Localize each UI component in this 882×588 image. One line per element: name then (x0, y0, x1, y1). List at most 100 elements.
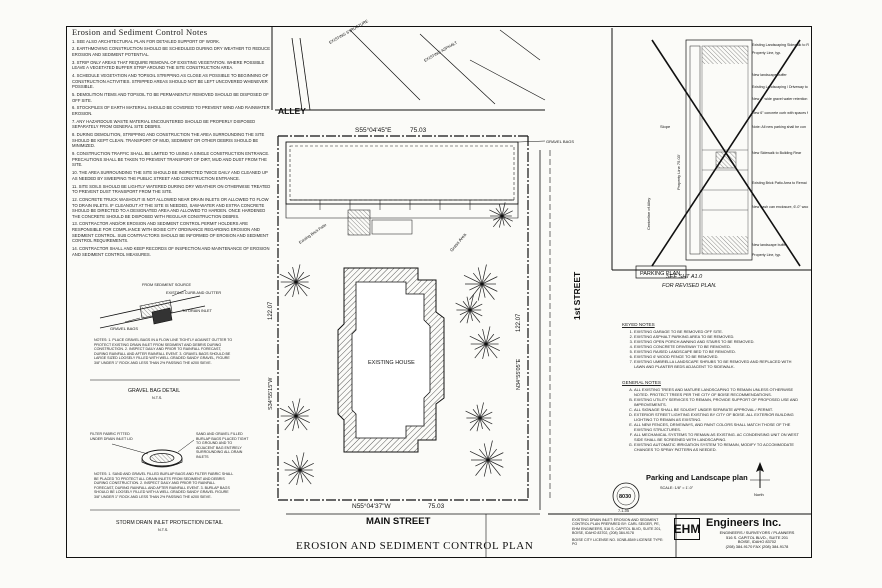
firm-sub: ENGINEERS / SURVEYORS / PLANNERS (719, 530, 795, 535)
parking-callout: New trash can enclosure, 6'-0" woo (752, 205, 808, 209)
keyed-note-item: Existing concrete driveway to be removed… (634, 344, 802, 349)
title-block: Existing drain inlet: Erosion and sedime… (548, 515, 812, 558)
distance-left: 122.07 (268, 301, 274, 320)
parking-callouts: Existing Landscaping Sidewalk to R Proper… (752, 43, 809, 257)
existing-structure-label: EXISTING STRUCTURE (328, 18, 369, 45)
erosion-notes: Erosion and Sediment Control Notes 1. Se… (72, 27, 272, 259)
general-notes: GENERAL NOTES All existing trees and mat… (622, 380, 804, 452)
erosion-note-item: 13. Contractor and/or erosion and sedime… (72, 221, 269, 244)
parking-callout: Property Line, typ. (752, 51, 781, 55)
general-note-item: Exterior street lighting existing by Cit… (634, 412, 804, 422)
parking-callout: New 4" wide gravel water retention (752, 97, 807, 101)
erosion-note-item: 1. See also architectural plan for detai… (72, 38, 221, 44)
parking-callout: New landscape buffer (752, 243, 787, 247)
tree-icon (279, 264, 310, 297)
general-note-item: Existing utility services to remain, pro… (634, 397, 804, 407)
property-boundary (277, 135, 529, 501)
to-drain-label: TO DRAIN INLET (182, 309, 213, 313)
filter-fabric-label: FILTER FABRIC FITTED UNDER DRAIN INLET L… (90, 432, 133, 441)
first-street-label: 1st STREET (572, 271, 582, 320)
parking-landscape-scale: SCALE: 1/8" = 1'-0" (660, 486, 694, 490)
main-street-label: MAIN STREET (366, 516, 431, 527)
storm-drain-notes: NOTES: 1. Sand and gravel filled burlap … (94, 472, 234, 499)
bearing-bottom: N55°04'37"W (352, 502, 392, 510)
erosion-note-item: 4. Schedule vegetation and topsoil strip… (72, 73, 269, 90)
seal-date: 7-1-05 (618, 509, 629, 513)
erosion-notes-title: Erosion and Sediment Control Notes (72, 27, 208, 37)
parking-landscape-title: Parking and Landscape plan SCALE: 1/8" =… (646, 462, 770, 497)
plan-title: EROSION AND SEDIMENT CONTROL PLAN (296, 540, 534, 552)
keyed-notes-heading: KEYED NOTES (622, 322, 655, 327)
sediment-source-label: FROM SEDIMENT SOURCE (142, 283, 192, 287)
tree-icon (489, 202, 513, 228)
erosion-note-item: 12. Concrete truck washout is not allowe… (72, 196, 269, 219)
ehm-logo: EHM (674, 518, 700, 540)
north-label: North (754, 492, 764, 497)
bearing-right: N34°55'05"E (516, 358, 522, 390)
parking-callout: New 6" concrete curb with spaces f (752, 111, 808, 115)
trees-group (279, 202, 513, 485)
erosion-note-item: 3. Strip only areas that require removal… (72, 59, 265, 71)
gravel-bag-detail-title: GRAVEL BAG DETAIL (128, 388, 180, 394)
general-note-item: All new fences, driveways, and paint col… (634, 422, 804, 432)
alley-label: ALLEY (278, 106, 306, 116)
sheet-border (66, 26, 812, 558)
storm-drain-detail-drawing: STORM DRAIN INLET PROTECTION DETAIL N.T.… (90, 439, 240, 532)
house-label: EXISTING HOUSE (368, 360, 415, 366)
brick-patio-label: Existing Brick Patio (298, 223, 327, 245)
tree-icon (465, 402, 493, 432)
parking-plan-note-1: SEE SHT A1.0 (666, 274, 703, 280)
parking-plan-inset: PARKING PLAN SEE SHT A1.0 FOR REVISED PL… (611, 28, 812, 289)
centerline-alley-label: Centerline of Alley (646, 198, 651, 230)
erosion-note-item: 6. Stockpiles of earth material should b… (72, 105, 270, 117)
parking-plan-title: PARKING PLAN (640, 271, 680, 277)
slope-label: Slope (660, 124, 671, 129)
erosion-notes-list: 1. See also architectural plan for detai… (72, 39, 272, 258)
bearing-top: S55°04'45"E (355, 126, 392, 134)
grass-area-label: Grass Area (449, 232, 468, 253)
tree-icon (463, 264, 498, 301)
erosion-note-item: 7. Any hazardous waste material encounte… (72, 118, 256, 130)
parking-callout: Existing Landscaping / Driveway to (752, 85, 808, 89)
general-note-item: All mechanical systems to remain as exis… (634, 432, 804, 442)
existing-house: EXISTING HOUSE (337, 267, 445, 453)
erosion-note-item: 9. Construction traffic shall be limited… (72, 151, 270, 168)
property-line-label: Property Line 75.03' (676, 154, 681, 190)
keyed-note-item: Existing umbrella landscape shrubs to be… (634, 359, 802, 369)
general-note-item: Existing automatic irrigation system to … (634, 442, 804, 452)
general-note-item: All existing trees and mature landscapin… (634, 387, 804, 397)
distance-bottom: 75.03 (428, 503, 445, 510)
general-notes-list: All existing trees and mature landscapin… (622, 387, 804, 452)
parking-callout: Note: All new parking shall be con (752, 125, 806, 129)
keyed-note-item: Existing 6' wood fence to be removed. (634, 354, 802, 359)
erosion-note-item: 11. Site soils should be lightly watered… (72, 183, 271, 195)
gravel-bag-detail-drawing: GRAVEL BAGS FROM SEDIMENT SOURCE EXISTIN… (90, 283, 240, 400)
erosion-note-item: 8. During demolition, stripping and cons… (72, 132, 265, 149)
tree-icon (455, 294, 483, 324)
keyed-notes-list: Existing garage to be removed off site.E… (622, 329, 802, 369)
north-arrow-icon (756, 462, 764, 472)
parking-callout: Property Line, typ. (752, 253, 781, 257)
keyed-notes: KEYED NOTES Existing garage to be remove… (622, 322, 802, 369)
storm-drain-detail-scale: N.T.S. (158, 528, 168, 532)
prepared-text: Existing drain inlet: Erosion and sedime… (572, 518, 662, 536)
gravel-bags-label: GRAVEL BAGS (546, 139, 574, 144)
keyed-note-item: Existing asphalt parking area to be remo… (634, 334, 802, 339)
storm-drain-detail-title: STORM DRAIN INLET PROTECTION DETAIL (116, 520, 223, 526)
general-notes-heading: GENERAL NOTES (622, 380, 661, 385)
parking-area: Existing Brick Patio (285, 141, 519, 245)
keyed-note-item: Existing open porch awning and stairs to… (634, 339, 802, 344)
tree-icon (469, 326, 500, 359)
engineer-seal: 8030 7-1-05 (612, 482, 640, 513)
firm-name: Engineers Inc. (706, 517, 782, 529)
license-text: Boise City License No. 0CNB-8549 License… (572, 537, 664, 547)
parking-callout: New landscape buffer (752, 73, 787, 77)
general-note-item: All signage shall be sought under separa… (634, 407, 804, 412)
firm-city: BOISE, IDAHO 83702 (737, 539, 777, 545)
parking-callout: New Sidewalk to Building Rear (752, 151, 802, 155)
parking-callout: Existing Landscaping Sidewalk to R (752, 43, 809, 47)
tree-icon (469, 440, 504, 477)
keyed-note-item: Existing garage to be removed off site. (634, 329, 802, 334)
